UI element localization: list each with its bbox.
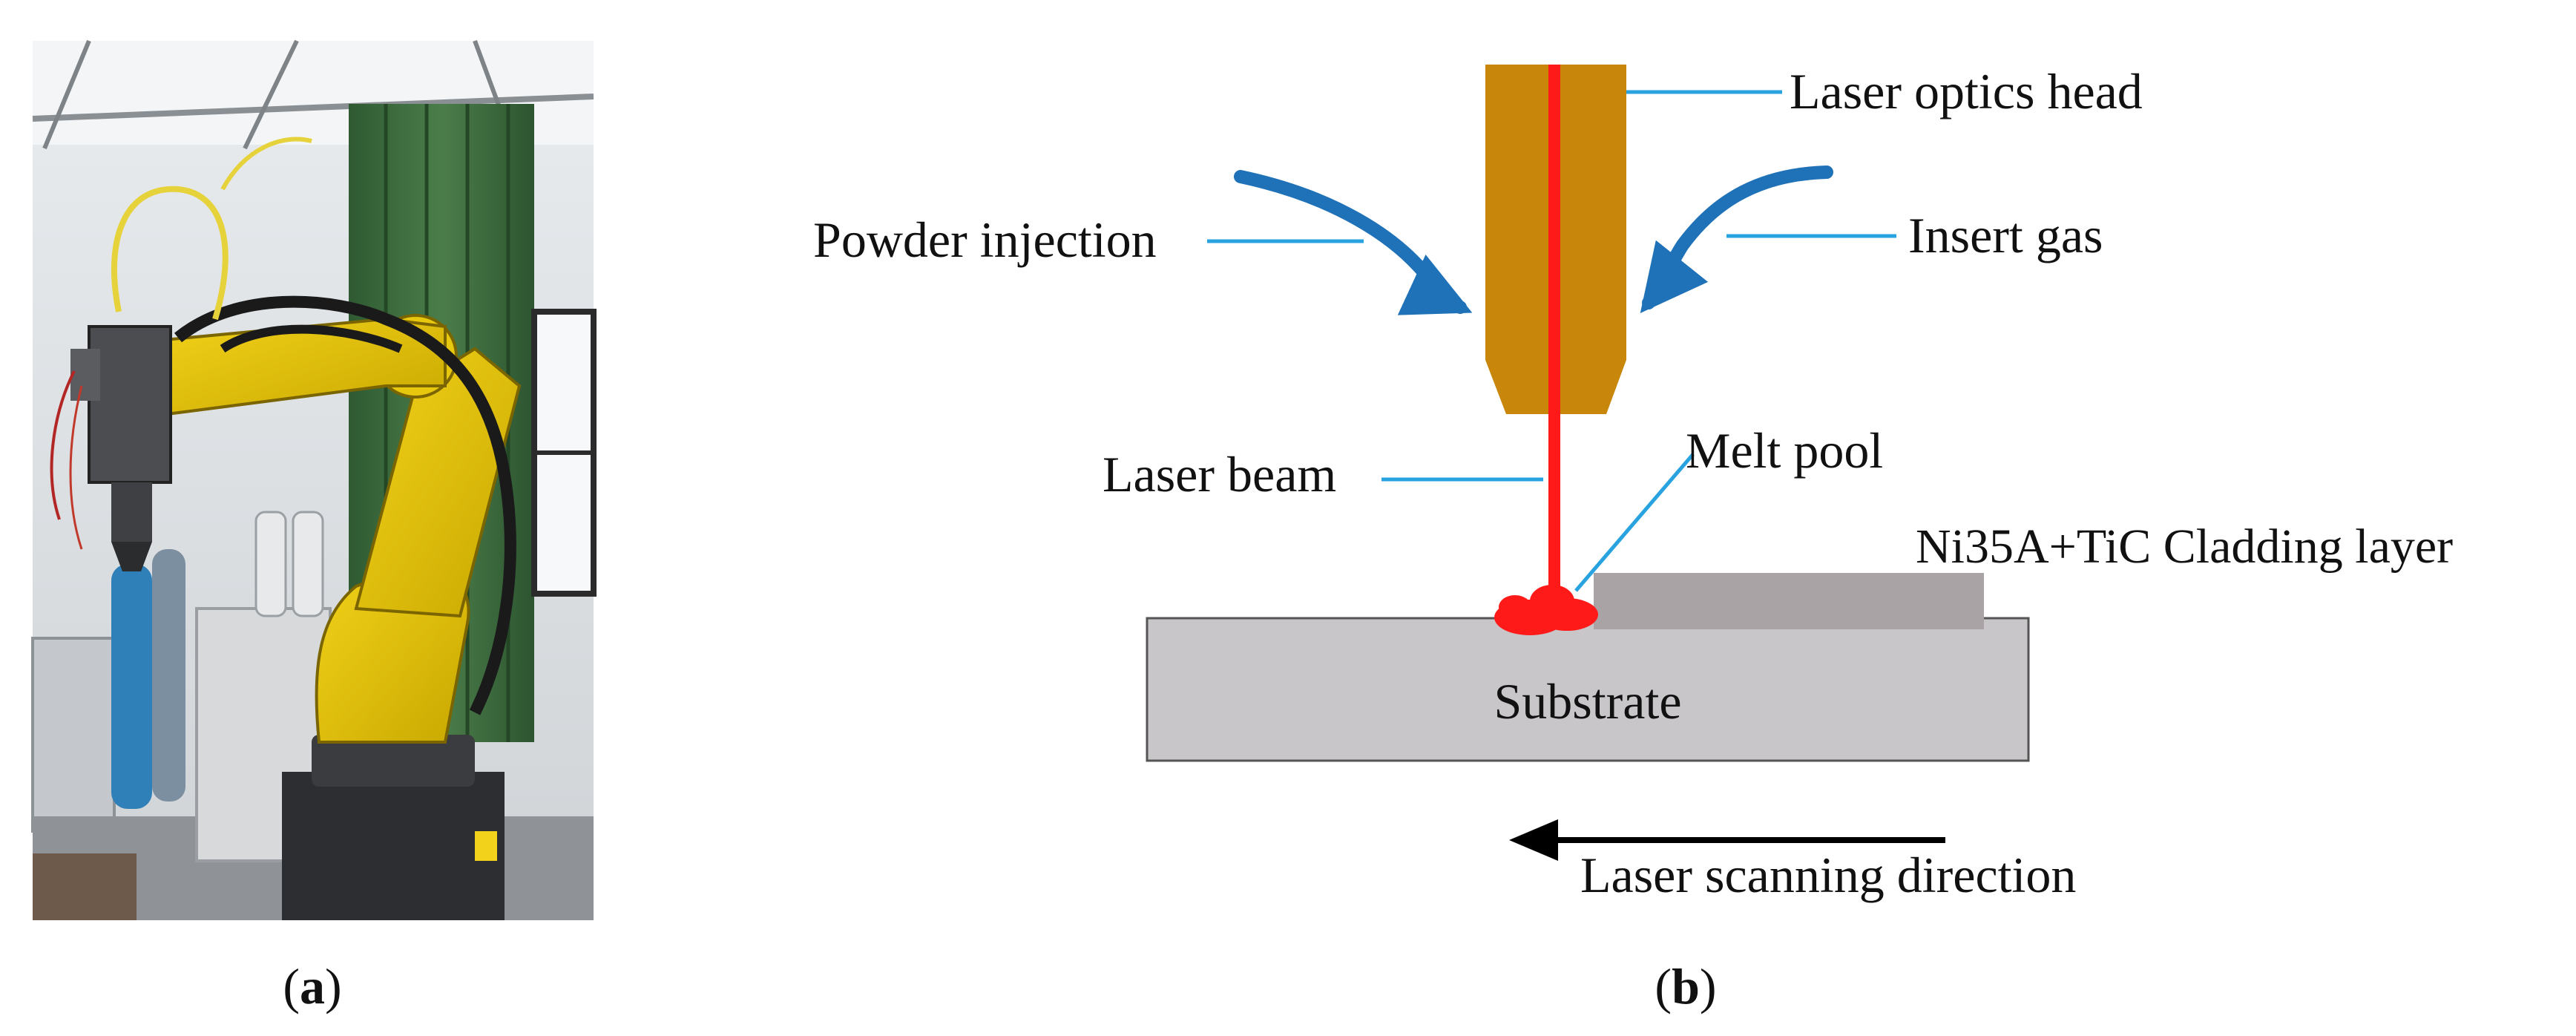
melt-pool-blob (1494, 585, 1598, 635)
label-laser-optics-head: Laser optics head (1790, 63, 2143, 119)
label-melt-pool: Melt pool (1686, 422, 1883, 479)
caption-a-open: ( (283, 958, 300, 1014)
caption-b-close: ) (1700, 958, 1717, 1014)
robot-photo (31, 39, 597, 920)
label-laser-beam: Laser beam (1103, 446, 1336, 502)
powder-flow-arrow (1234, 170, 1473, 315)
scan-direction-arrowhead (1509, 819, 1558, 861)
caption-b: (b) (1655, 958, 1716, 1014)
caption-a-close: ) (325, 958, 342, 1014)
caption-a: (a) (283, 958, 341, 1014)
panel-a: (a) (31, 39, 597, 1014)
leader-melt-pool (1574, 453, 1695, 592)
caption-b-open: ( (1655, 958, 1672, 1014)
label-scan-direction: Laser scanning direction (1580, 847, 2076, 903)
substrate-block (1146, 617, 2030, 762)
caption-a-letter: a (300, 958, 325, 1014)
gas-flow-arrow (1640, 165, 1833, 314)
caption-b-letter: b (1672, 958, 1700, 1014)
label-insert-gas: Insert gas (1908, 207, 2103, 263)
panel-b: Laser optics head Powder injection Inser… (813, 63, 2453, 1014)
label-substrate: Substrate (1494, 673, 1681, 730)
label-powder-injection: Powder injection (813, 212, 1157, 268)
cladding-layer-block (1594, 573, 1984, 629)
label-cladding-layer: Ni35A+TiC Cladding layer (1916, 519, 2453, 574)
